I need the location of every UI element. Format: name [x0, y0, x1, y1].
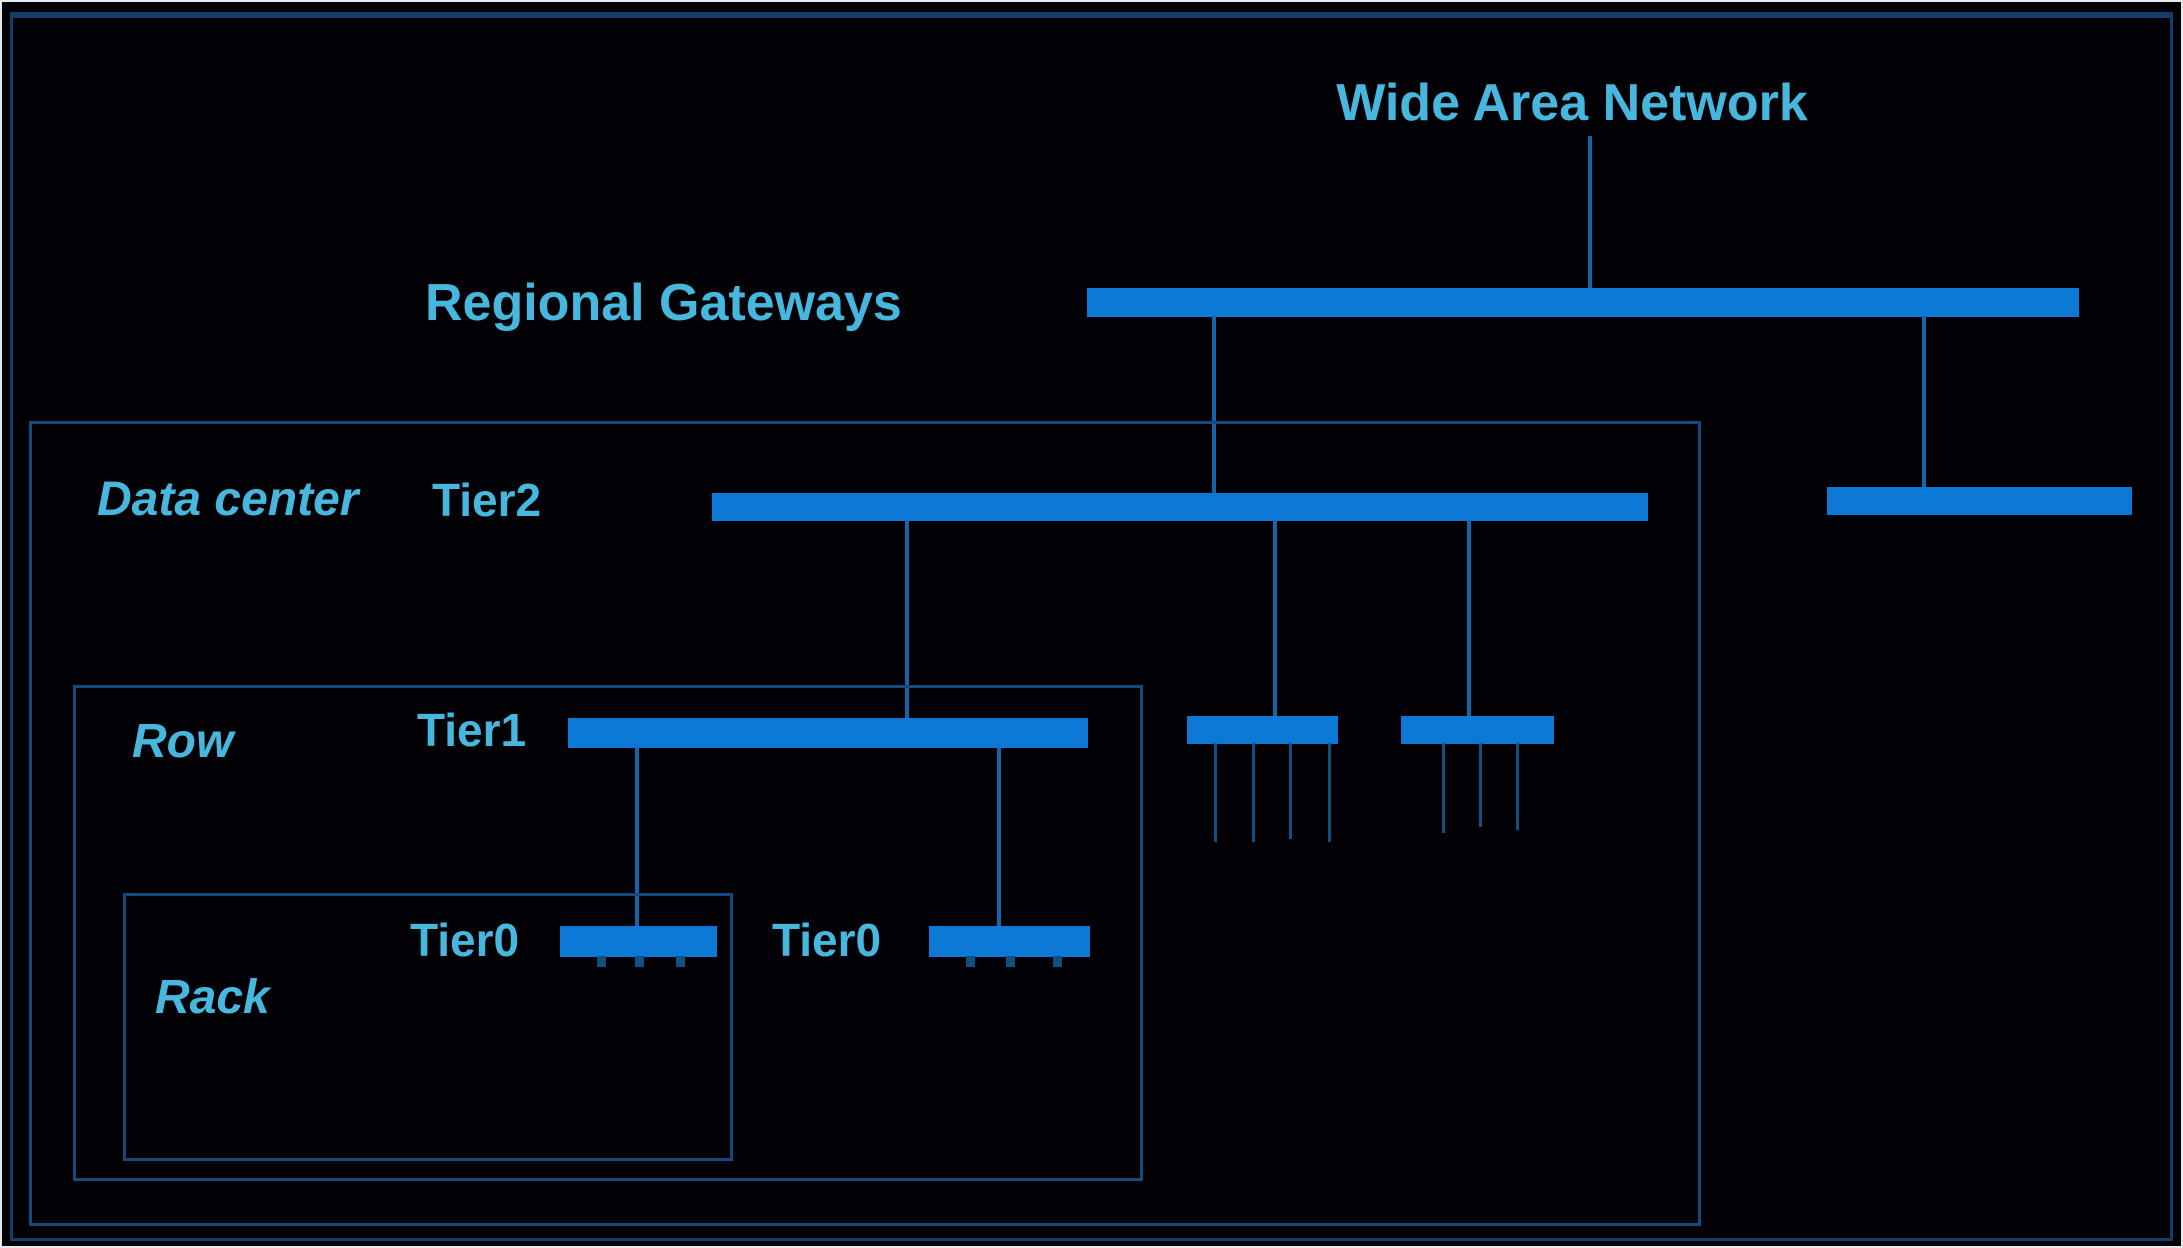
data-center-label: Data center [97, 473, 359, 526]
row-box [73, 685, 1143, 1181]
tier2-label: Tier2 [432, 474, 542, 526]
agg1-downlink-line [1289, 743, 1292, 839]
aggregation-bar-2 [1401, 716, 1554, 744]
tier0-right-server-stub [1053, 956, 1062, 967]
tier0-left-label: Tier0 [410, 914, 520, 966]
agg1-downlink-line [1328, 743, 1331, 842]
tier1-to-tier0-left-line [635, 747, 639, 928]
tier2-to-agg1-line [1273, 520, 1277, 718]
regional-gateways-label: Regional Gateways [425, 274, 902, 332]
data-center-box [29, 421, 1701, 1226]
wan-label: Wide Area Network [1336, 74, 1808, 132]
rack-label: Rack [155, 971, 270, 1024]
tier0-right-server-stub [1006, 956, 1015, 967]
tier1-to-tier0-right-line [997, 747, 1001, 928]
wan-to-gateways-line [1588, 136, 1592, 290]
regional-gateways-bar [1087, 288, 2079, 317]
tier0-right-label: Tier0 [772, 914, 882, 966]
tier1-bar [568, 718, 1088, 748]
gateways-to-tier2-line [1212, 316, 1216, 495]
rack-box [123, 893, 733, 1161]
agg2-downlink-line [1479, 743, 1482, 827]
tier0-right-bar [929, 926, 1090, 957]
tier1-label: Tier1 [417, 704, 527, 756]
row-label: Row [132, 715, 234, 768]
tier0-right-server-stub [966, 956, 975, 967]
tier2-to-agg2-line [1467, 520, 1471, 718]
aggregation-bar-1 [1187, 716, 1338, 744]
tier0-left-server-stub [676, 956, 685, 967]
edge-bar-right [1827, 487, 2132, 515]
agg2-downlink-line [1516, 743, 1519, 830]
agg1-downlink-line [1214, 743, 1217, 842]
tier0-left-server-stub [635, 956, 644, 967]
outer-border-box [10, 12, 2173, 1241]
agg1-downlink-line [1252, 743, 1255, 842]
agg2-downlink-line [1442, 743, 1445, 833]
tier0-left-server-stub [597, 956, 606, 967]
tier0-left-bar [560, 926, 717, 957]
tier2-bar [712, 493, 1648, 521]
tier2-to-tier1-line [905, 520, 909, 720]
gateways-to-edge-bar-line [1922, 316, 1926, 489]
